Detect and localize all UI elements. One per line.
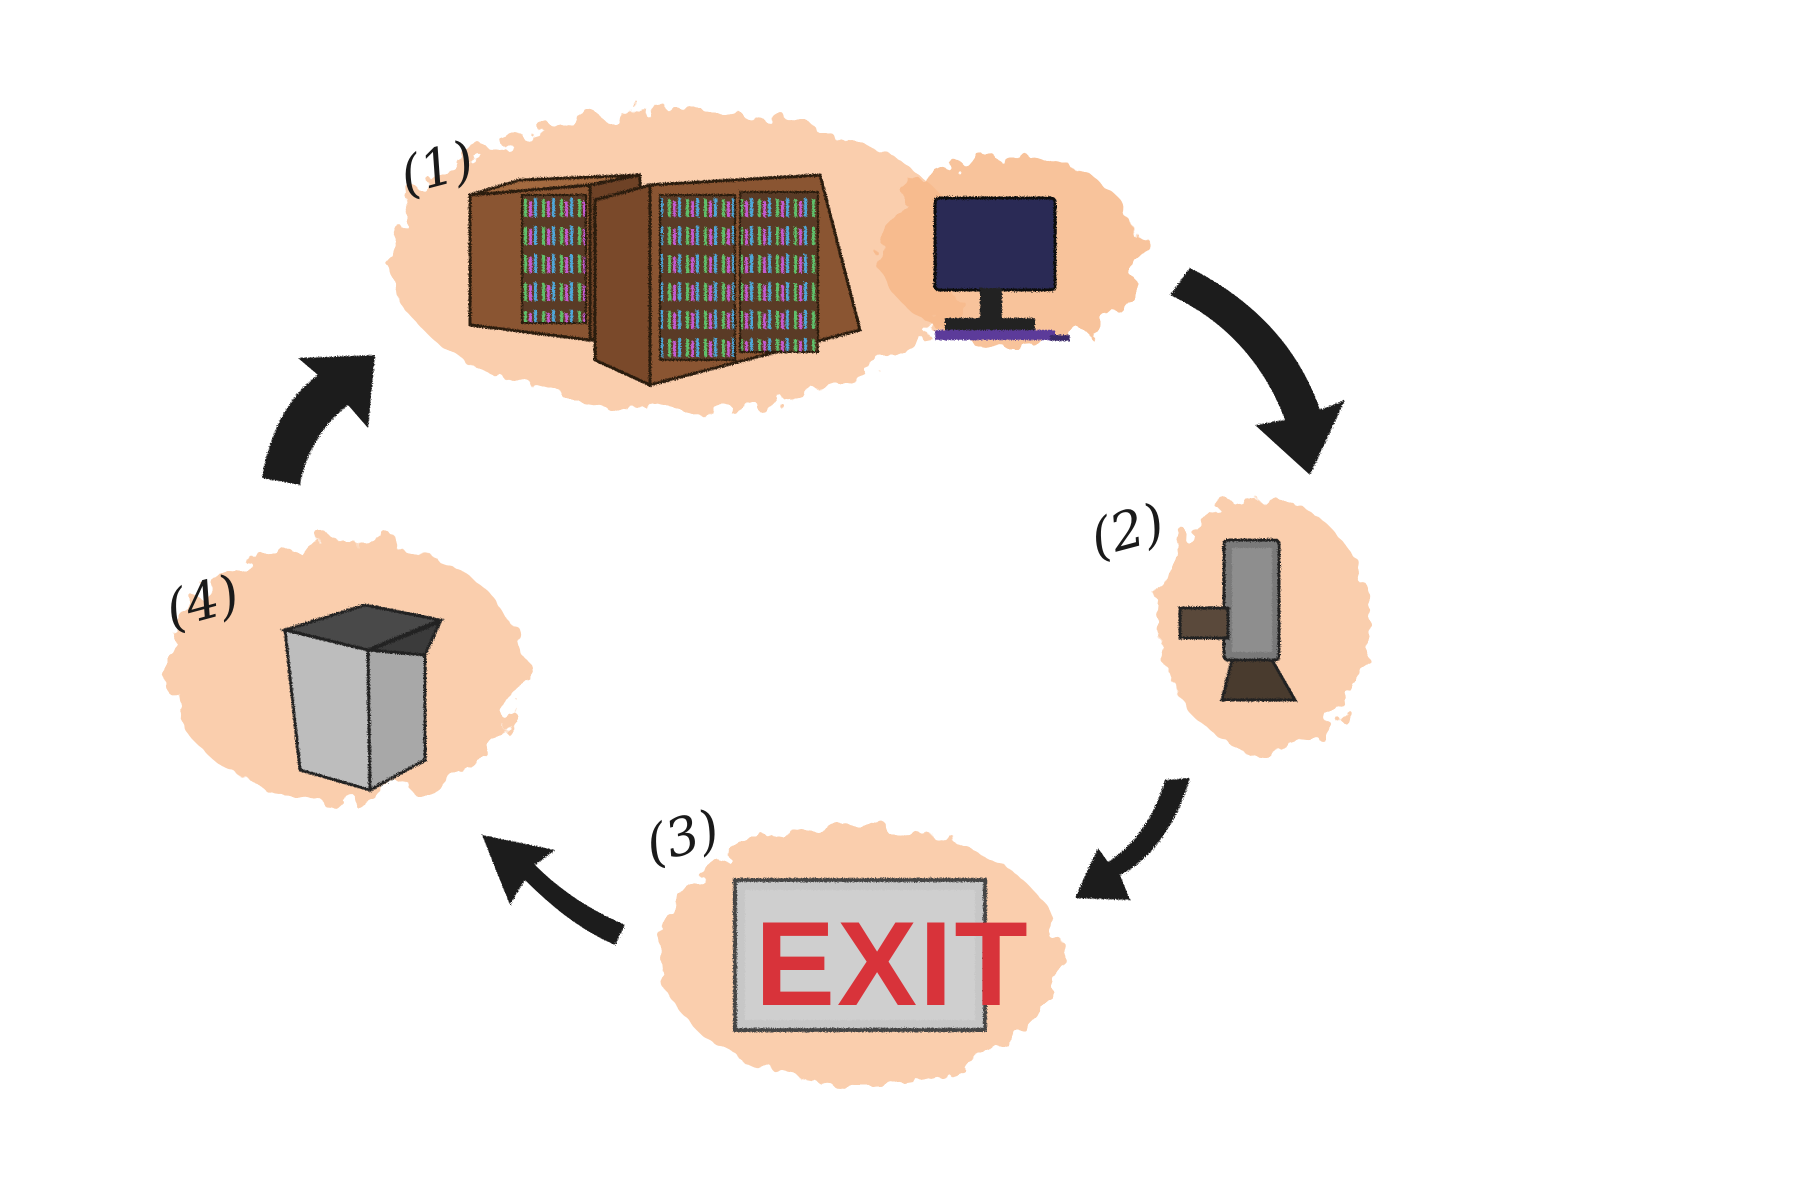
arrow-1-to-2	[1170, 268, 1345, 475]
step-2-group: (2)	[1084, 493, 1370, 750]
security-gate-icon	[1178, 538, 1298, 702]
step-3-number: (3)	[639, 799, 726, 876]
arrow-4-to-1	[262, 355, 375, 485]
arrow-3-to-4	[482, 835, 625, 945]
book-return-box-icon	[279, 603, 446, 793]
arrows	[262, 268, 1345, 945]
exit-sign-text: EXIT	[755, 897, 1030, 1031]
step-2-number: (2)	[1084, 493, 1171, 570]
exit-sign-icon: EXIT	[733, 878, 1030, 1032]
arrow-2-to-3	[1075, 778, 1190, 900]
step-3-group: EXIT (3)	[639, 799, 1060, 1085]
step-4-group: (4)	[159, 540, 525, 800]
bookshelves-and-computer-icon	[468, 173, 1070, 388]
step-1-group: (1)	[390, 110, 1140, 410]
